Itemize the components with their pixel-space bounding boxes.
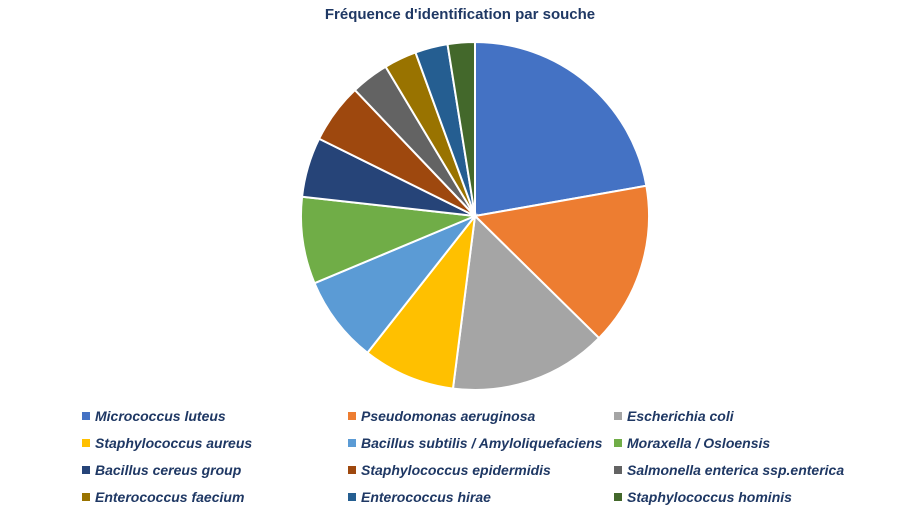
- legend-swatch: [82, 411, 90, 420]
- legend-label: Bacillus subtilis / Amyloliquefaciens: [361, 434, 603, 451]
- legend-item: Staphylococcus aureus: [82, 433, 348, 452]
- pie-slice-2: [451, 213, 601, 391]
- chart-title: Fréquence d'identification par souche: [324, 6, 596, 23]
- chart-legend: Micrococcus luteus Pseudomonas aeruginosa…: [82, 406, 902, 506]
- legend-swatch: [348, 438, 356, 447]
- legend-swatch: [614, 465, 622, 474]
- pie-slice-11: [446, 40, 476, 217]
- legend-swatch: [614, 438, 622, 447]
- legend-swatch: [82, 465, 90, 474]
- legend-item: Salmonella enterica ssp.enterica: [614, 460, 902, 479]
- legend-label: Enterococcus hirae: [361, 488, 491, 505]
- pie-slice-3: [366, 212, 477, 390]
- legend-label: Moraxella / Osloensis: [627, 434, 771, 451]
- legend-item: Staphylococcus hominis: [614, 487, 902, 506]
- legend-label: Staphylococcus epidermidis: [361, 461, 551, 478]
- pie-slice-1: [472, 184, 651, 340]
- legend-item: Staphylococcus epidermidis: [348, 460, 614, 479]
- legend-label: Staphylococcus hominis: [627, 488, 792, 505]
- legend-item: Moraxella / Osloensis: [614, 433, 902, 452]
- legend-label: Enterococcus faecium: [95, 488, 245, 505]
- legend-item: Escherichia coli: [614, 406, 902, 425]
- legend-item: Enterococcus faecium: [82, 487, 348, 506]
- legend-item: Bacillus cereus group: [82, 460, 348, 479]
- legend-swatch: [82, 438, 90, 447]
- legend-label: Micrococcus luteus: [95, 407, 226, 424]
- legend-item: Pseudomonas aeruginosa: [348, 406, 614, 425]
- legend-label: Escherichia coli: [627, 407, 734, 424]
- legend-item: Micrococcus luteus: [82, 406, 348, 425]
- pie-chart: [299, 40, 651, 391]
- legend-label: Bacillus cereus group: [95, 461, 242, 478]
- pie-slice-0: [474, 40, 648, 218]
- legend-swatch: [348, 492, 356, 501]
- legend-item: Bacillus subtilis / Amyloliquefaciens: [348, 433, 614, 452]
- legend-swatch: [348, 465, 356, 474]
- legend-swatch: [614, 411, 622, 420]
- legend-item: Enterococcus hirae: [348, 487, 614, 506]
- legend-swatch: [82, 492, 90, 501]
- legend-label: Staphylococcus aureus: [95, 434, 253, 451]
- legend-swatch: [348, 411, 356, 420]
- legend-label: Salmonella enterica ssp.enterica: [627, 461, 845, 478]
- pie-slice-4: [313, 213, 479, 355]
- legend-label: Pseudomonas aeruginosa: [361, 407, 536, 424]
- pie-slice-5: [299, 195, 479, 285]
- legend-swatch: [614, 492, 622, 501]
